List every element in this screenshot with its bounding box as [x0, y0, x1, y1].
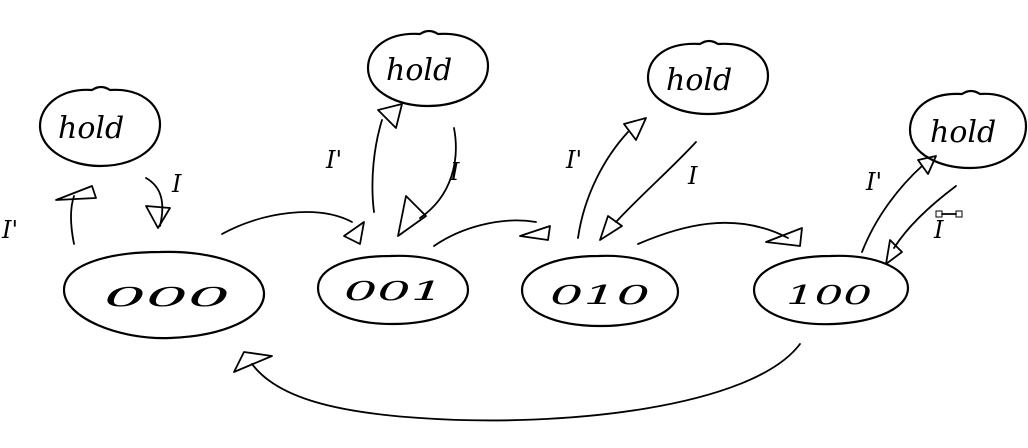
- hold-label-4: hold: [930, 115, 996, 150]
- edge-001-010-line: [433, 219, 537, 247]
- edge-hold1-000-line: [145, 177, 164, 227]
- state-010-label: 010: [550, 281, 650, 311]
- state-001-outline: [316, 254, 470, 326]
- arrowhead-up: [917, 155, 937, 175]
- hold-cloud-4-outline: [908, 89, 1028, 170]
- edge-010-to-100[interactable]: [637, 221, 803, 247]
- edge-label-i-1: I: [171, 170, 182, 198]
- state-node-100[interactable]: 100: [752, 254, 910, 326]
- arrowhead-down: [145, 205, 171, 229]
- edge-hold-2-to-001[interactable]: I: [397, 127, 460, 237]
- arrowhead-down: [599, 215, 623, 241]
- arrowhead-left: [233, 351, 273, 373]
- hold-cloud-2-outline: [366, 29, 490, 108]
- selection-handle[interactable]: [955, 210, 963, 218]
- edge-label-i-prime-4: I': [865, 168, 882, 196]
- edge-100-to-000[interactable]: [233, 343, 801, 422]
- arrowhead-up: [55, 185, 97, 201]
- edge-000-001-line: [221, 211, 353, 235]
- arrowhead-up: [623, 117, 647, 141]
- edge-label-i-4: I: [933, 216, 944, 244]
- hold-label-1: hold: [58, 111, 124, 146]
- hold-node-2[interactable]: hold: [366, 29, 490, 108]
- edge-hold-3-to-010[interactable]: I: [599, 141, 698, 241]
- arrowhead-down: [397, 195, 427, 237]
- hold-cloud-3-outline: [646, 39, 770, 116]
- edge-hold-1-to-000[interactable]: I: [145, 170, 182, 229]
- edge-001-to-hold-2[interactable]: I': [325, 103, 403, 213]
- edge-label-i-3: I: [687, 162, 698, 190]
- state-100-outline: [752, 254, 910, 326]
- edge-hold4-100-line: [893, 185, 957, 249]
- state-001-label: 001: [344, 277, 444, 307]
- edge-100-to-hold-4[interactable]: I': [861, 155, 937, 253]
- hold-node-4[interactable]: hold: [908, 89, 1028, 170]
- hold-label-3: hold: [666, 63, 732, 98]
- hold-node-1[interactable]: hold: [38, 85, 162, 168]
- edge-hold2-001-line: [419, 127, 457, 219]
- edge-010-hold3-line: [577, 131, 629, 239]
- edge-010-100-line: [637, 221, 789, 245]
- edge-100-000-line: [251, 343, 801, 422]
- arrowhead-up: [377, 103, 403, 129]
- edge-000-to-hold-1[interactable]: I': [1, 185, 97, 245]
- arrowhead-down: [885, 239, 903, 265]
- edge-hold-4-to-100[interactable]: I: [885, 185, 963, 265]
- hold-label-2: hold: [386, 53, 452, 88]
- edge-label-i-prime-2: I': [325, 146, 342, 174]
- state-node-000[interactable]: 000: [62, 250, 266, 340]
- state-node-010[interactable]: 010: [520, 254, 680, 328]
- edge-001-hold2-line: [371, 119, 383, 213]
- hold-node-3[interactable]: hold: [646, 39, 770, 116]
- edge-001-to-010[interactable]: [433, 219, 551, 247]
- edge-000-hold1-line: [70, 195, 75, 245]
- edge-hold3-010-line: [615, 141, 697, 223]
- arrowhead-right: [765, 227, 803, 247]
- arrowhead-right: [343, 221, 365, 245]
- edge-label-i-prime-3: I': [565, 146, 582, 174]
- edge-label-i-prime-1: I': [1, 216, 18, 244]
- hold-cloud-1-outline: [38, 85, 162, 168]
- edge-000-to-001[interactable]: [221, 211, 365, 245]
- state-010-outline: [520, 254, 680, 328]
- edge-100-hold4-line: [861, 165, 923, 253]
- state-000-label: 000: [104, 283, 230, 313]
- edge-010-to-hold-3[interactable]: I': [565, 117, 647, 239]
- arrowhead-right: [519, 225, 551, 241]
- state-000-outline: [62, 250, 266, 340]
- state-node-001[interactable]: 001: [316, 254, 470, 326]
- edge-label-i-2: I: [449, 158, 460, 186]
- state-100-label: 100: [786, 281, 872, 311]
